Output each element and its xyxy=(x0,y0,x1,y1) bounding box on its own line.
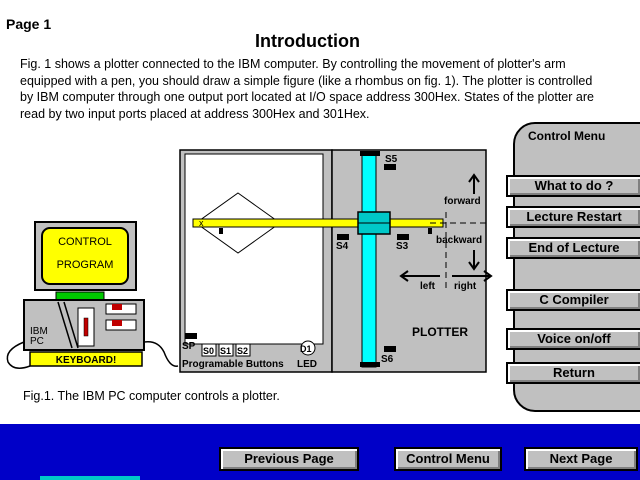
svg-text:S1: S1 xyxy=(220,346,231,356)
vertical-rail xyxy=(361,151,377,368)
programmable-buttons-label: Programable Buttons xyxy=(182,359,284,370)
direction-backward: backward xyxy=(436,235,482,246)
page-number-label: Page 1 xyxy=(6,16,52,32)
pc-label-ibm: IBM xyxy=(30,326,48,337)
lecture-restart-button[interactable]: Lecture Restart xyxy=(506,206,640,228)
svg-text:S2: S2 xyxy=(237,346,248,356)
monitor-text-line2: PROGRAM xyxy=(57,259,114,271)
page-title: Introduction xyxy=(255,31,360,51)
sensor-s4 xyxy=(337,234,349,240)
intro-line: equipped with a pen, you should draw a s… xyxy=(20,73,593,88)
sensor-s6 xyxy=(384,346,396,352)
button-s2 xyxy=(235,343,251,357)
direction-forward: forward xyxy=(444,196,481,207)
monitor-screen xyxy=(41,227,129,285)
svg-text:S6: S6 xyxy=(381,354,394,365)
control-menu-title: Control Menu xyxy=(528,129,606,143)
drawing-paper xyxy=(184,153,324,345)
button-s0 xyxy=(201,343,217,357)
svg-text:S5: S5 xyxy=(385,154,398,165)
sensor-s5 xyxy=(384,164,396,170)
led-label: LED xyxy=(297,359,317,370)
monitor-text-line1: CONTROL xyxy=(58,236,112,248)
intro-line: Fig. 1 shows a plotter connected to the … xyxy=(20,57,566,71)
intro-paragraph: Fig. 1 shows a plotter connected to the … xyxy=(20,56,620,122)
svg-text:SP: SP xyxy=(182,341,196,352)
monitor-stand xyxy=(55,291,105,301)
control-menu-button[interactable]: Control Menu xyxy=(394,447,502,471)
plotter-base xyxy=(331,149,487,373)
return-button[interactable]: Return xyxy=(506,362,640,384)
pen-marker: x xyxy=(199,218,204,228)
svg-text:S0: S0 xyxy=(203,346,214,356)
status-strip xyxy=(40,476,140,480)
computer-illustration: CONTROL PROGRAM IBM PC KEYBOARD! xyxy=(6,221,179,369)
rhombus-drawing xyxy=(195,192,281,254)
plotter-illustration: x S5 S4 S3 S6 forward backward left righ… xyxy=(179,149,493,373)
previous-page-button[interactable]: Previous Page xyxy=(219,447,359,471)
sensor-s3 xyxy=(397,234,409,240)
end-of-lecture-button[interactable]: End of Lecture xyxy=(506,237,640,259)
svg-text:S3: S3 xyxy=(396,241,409,252)
led-d1 xyxy=(300,340,316,356)
c-compiler-button[interactable]: C Compiler xyxy=(506,289,640,311)
svg-text:S4: S4 xyxy=(336,241,349,252)
what-to-do-button[interactable]: What to do ? xyxy=(506,175,640,197)
voice-toggle-button[interactable]: Voice on/off xyxy=(506,328,640,350)
figure-caption: Fig.1. The IBM PC computer controls a pl… xyxy=(23,389,280,403)
keyboard-label: KEYBOARD! xyxy=(56,355,117,366)
intro-line: by IBM computer through one output port … xyxy=(20,90,594,104)
intro-line: read by two input ports placed at addres… xyxy=(20,106,370,121)
direction-left: left xyxy=(420,281,436,292)
keyboard xyxy=(29,351,143,367)
svg-text:D1: D1 xyxy=(300,344,312,354)
plotter-arm xyxy=(192,218,444,228)
plotter-label: PLOTTER xyxy=(412,325,468,339)
pc-label-pc: PC xyxy=(30,336,44,347)
direction-right: right xyxy=(454,281,477,292)
next-page-button[interactable]: Next Page xyxy=(524,447,638,471)
sp-button xyxy=(185,333,197,339)
button-s1 xyxy=(218,343,234,357)
